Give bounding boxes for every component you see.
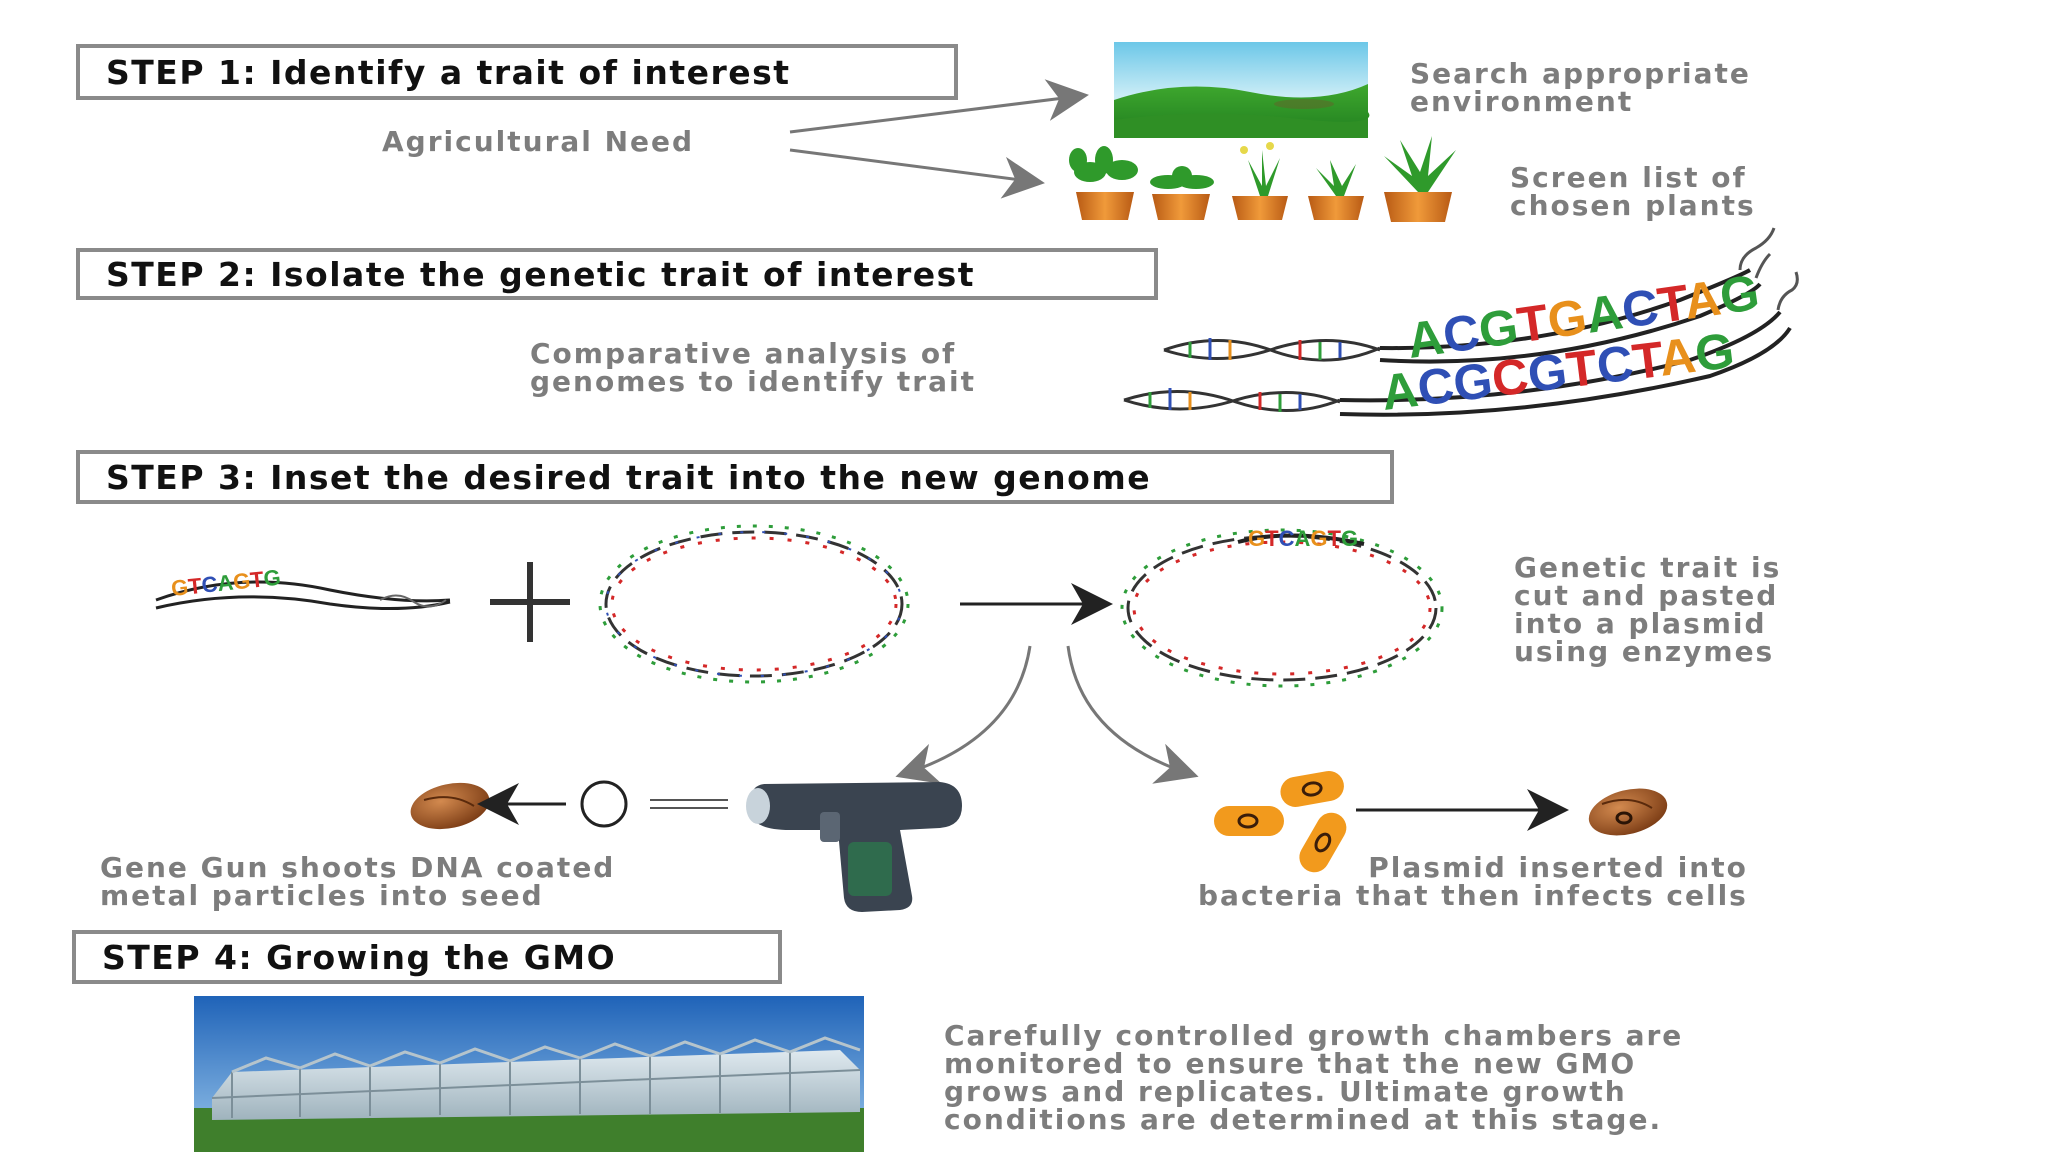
sequence-top: ACGTGACTAG	[1404, 264, 1763, 369]
bacteria-caption: Plasmid inserted into bacteria that then…	[1198, 851, 1748, 912]
dna-fragment: GTCAGTG	[155, 565, 451, 611]
step-2-box: STEP 2: Isolate the genetic trait of int…	[76, 248, 1158, 300]
potted-plants-image	[1069, 136, 1456, 222]
dna-strand-top: ACGTGACTAG	[1163, 227, 1776, 369]
comparative-analysis-caption: Comparative analysis of genomes to ident…	[530, 337, 976, 398]
step-3-box: STEP 3: Inset the desired trait into the…	[76, 450, 1394, 504]
step-3-label: STEP 3: Inset the desired trait into the…	[106, 457, 1152, 497]
metal-particle	[580, 780, 628, 828]
plants-caption: Screen list of chosen plants	[1510, 161, 1756, 222]
plus-sign	[490, 562, 570, 642]
step-4-label: STEP 4: Growing the GMO	[102, 937, 617, 977]
step-2-label: STEP 2: Isolate the genetic trait of int…	[106, 254, 976, 294]
gene-gun-icon	[746, 782, 962, 912]
step-1-box: STEP 1: Identify a trait of interest	[76, 44, 958, 100]
step-1-label: STEP 1: Identify a trait of interest	[106, 52, 791, 92]
growth-chambers-caption: Carefully controlled growth chambers are…	[944, 1019, 1684, 1136]
arrow-to-bacteria	[1066, 645, 1199, 784]
agricultural-need-label: Agricultural Need	[382, 125, 695, 158]
arrow-to-environment	[789, 79, 1089, 134]
landscape-image	[1114, 42, 1370, 138]
arrow-to-plants	[789, 148, 1045, 199]
seed-left	[410, 782, 490, 830]
sequence-bottom: ACGCGTCTAG	[1379, 322, 1738, 421]
arrow-to-gene-gun	[895, 645, 1032, 784]
greenhouse-image	[194, 996, 864, 1152]
gene-gun-caption: Gene Gun shoots DNA coated metal particl…	[100, 851, 616, 912]
fragment-sequence: GTCAGTG	[170, 565, 282, 601]
plasmid-sequence: GTCAGTG	[1248, 526, 1358, 551]
seed-right	[1588, 788, 1668, 836]
empty-plasmid	[598, 524, 910, 684]
plasmid-caption: Genetic trait is cut and pasted into a p…	[1514, 551, 1782, 668]
dna-strand-bottom: ACGCGTCTAG	[1123, 271, 1799, 421]
recombinant-plasmid: GTCAGTG	[1120, 526, 1444, 688]
step-4-box: STEP 4: Growing the GMO	[72, 930, 782, 984]
environment-caption: Search appropriate environment	[1410, 57, 1751, 118]
particle-trail	[650, 799, 728, 809]
